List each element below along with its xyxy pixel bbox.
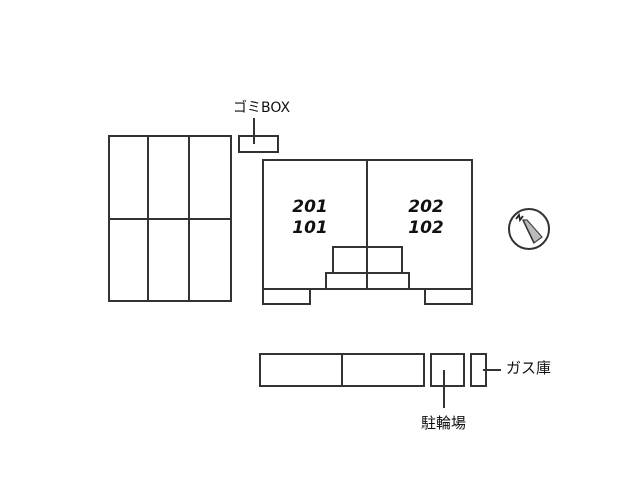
building-divider: [366, 159, 368, 289]
gas-storage-leader: [483, 369, 501, 371]
garbage-box-leader: [253, 118, 255, 144]
balcony-right: [424, 288, 473, 305]
entrance-divider: [366, 246, 368, 289]
parking-divider-h: [108, 218, 232, 220]
unit-102-label: 102: [408, 218, 444, 238]
unit-201-label: 201: [292, 197, 328, 217]
garbage-box: [238, 135, 279, 153]
balcony-left: [262, 288, 311, 305]
garbage-box-label: ゴミBOX: [233, 100, 291, 116]
bicycle-parking-label: 駐輪場: [421, 414, 467, 432]
bicycle-parking: [430, 353, 465, 387]
north-arrow-icon: [508, 208, 550, 250]
unit-202-label: 202: [408, 197, 444, 217]
gas-storage-label: ガス庫: [506, 359, 552, 377]
bicycle-parking-leader: [443, 370, 445, 408]
unit-101-label: 101: [292, 218, 328, 238]
parking-strip-divider: [341, 353, 343, 387]
